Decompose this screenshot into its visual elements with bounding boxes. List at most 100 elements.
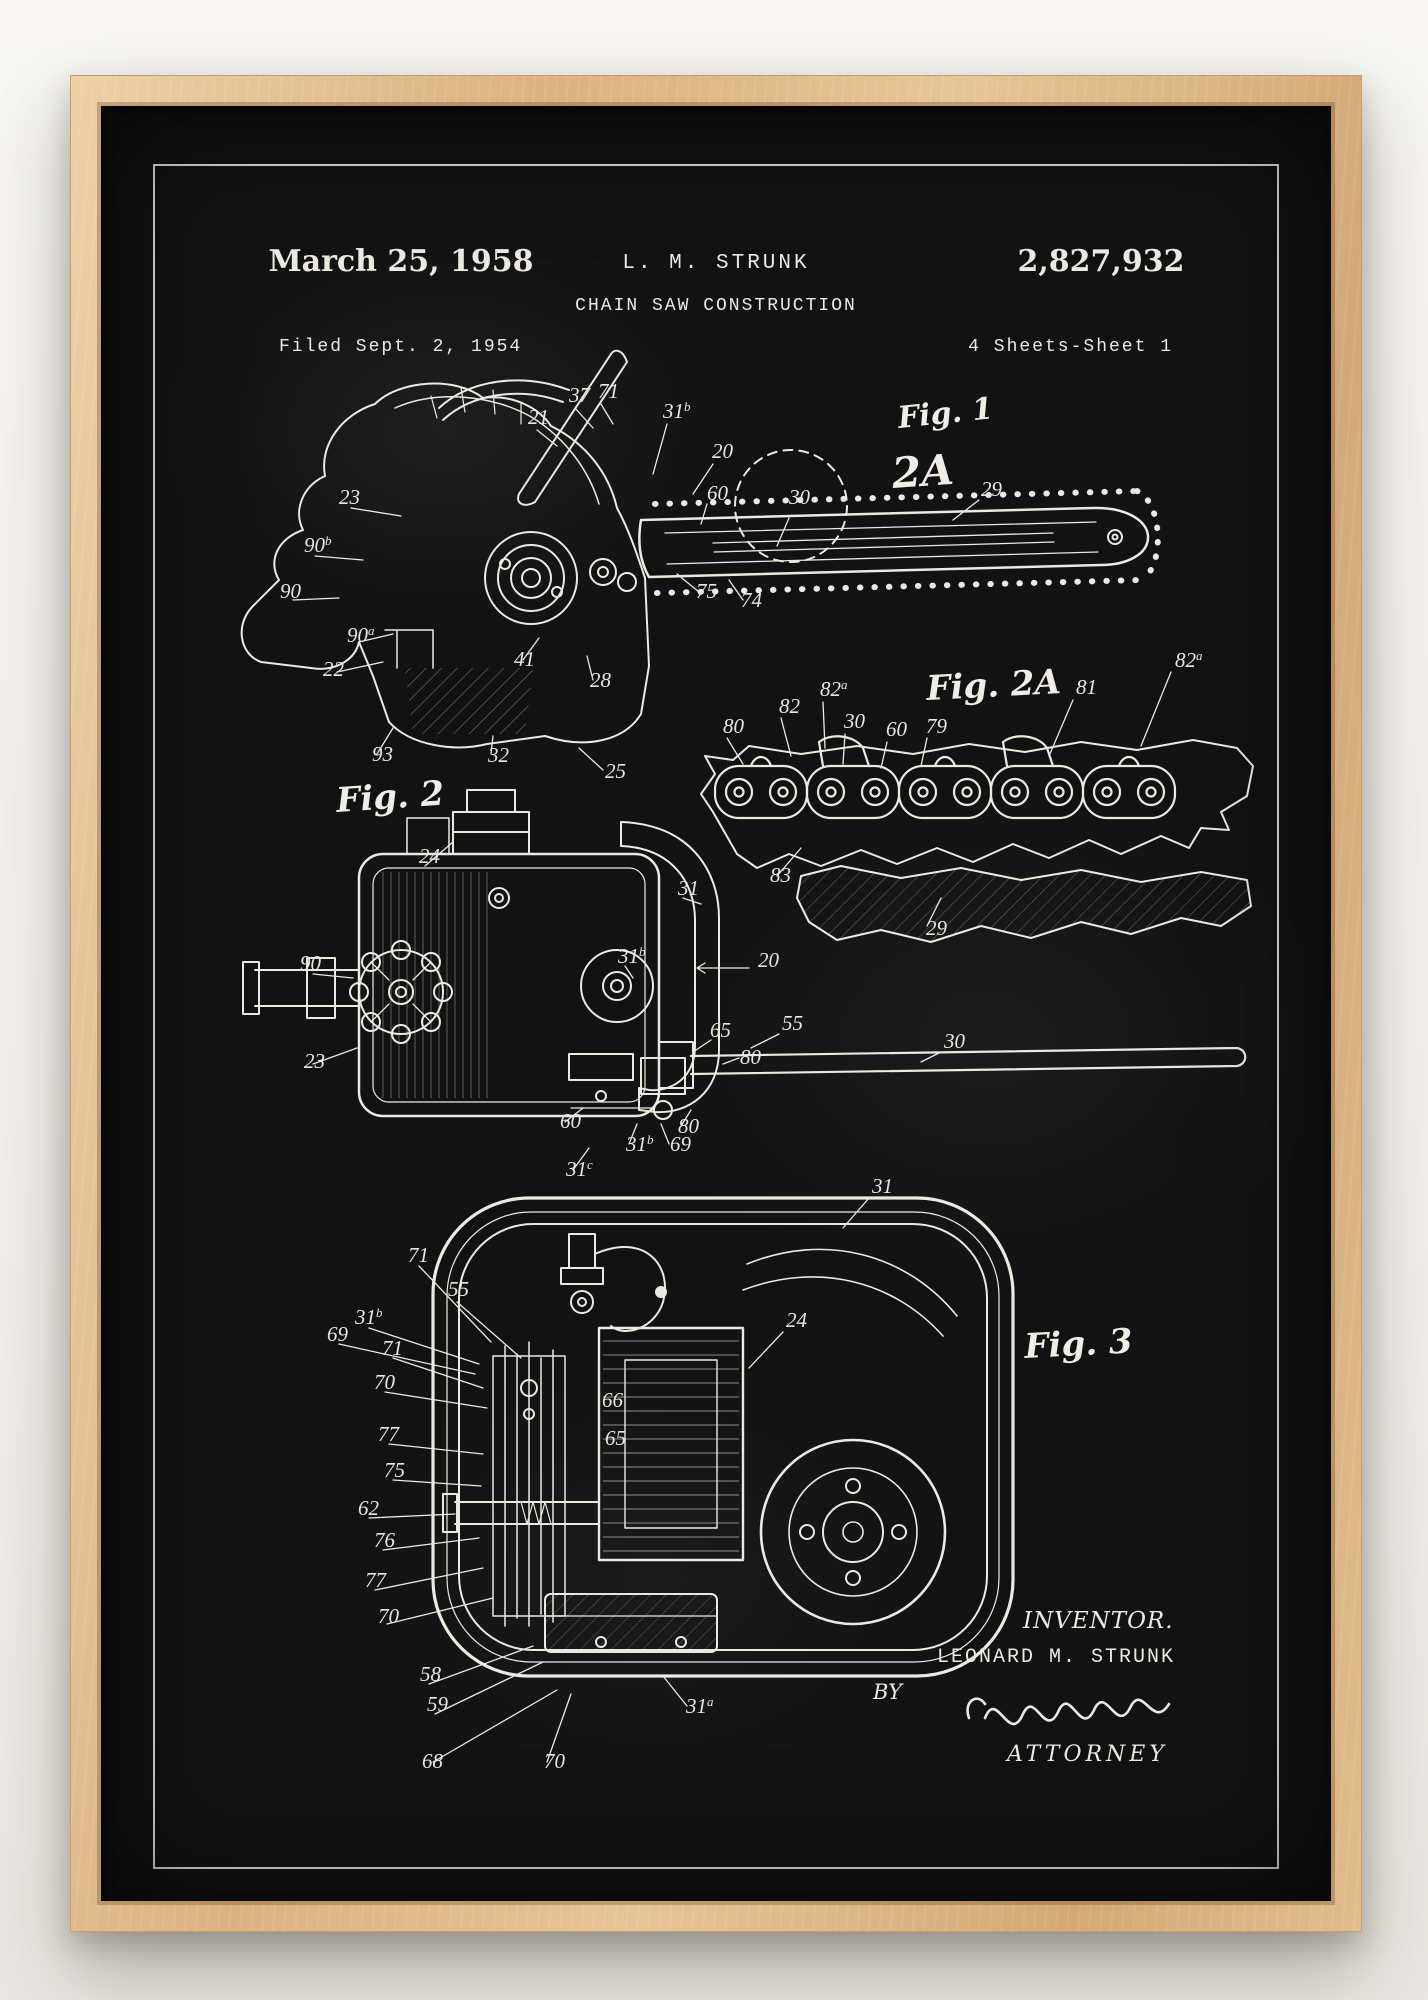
ref-label-22: 22: [323, 657, 345, 681]
ref-label-69: 69: [327, 1322, 349, 1346]
outer-case: [431, 1196, 1015, 1678]
ref-label-23: 23: [304, 1049, 325, 1073]
figure-2-end-view: [242, 789, 1247, 1171]
ref-label-41: 41: [514, 647, 535, 671]
ref-label-24: 24: [419, 844, 441, 868]
ref-label-37: 37: [568, 383, 592, 407]
ref-label-80: 80: [678, 1114, 700, 1138]
ref-label-80: 80: [740, 1045, 762, 1069]
ref-label-31b: 31b: [617, 944, 646, 968]
ref-label-65: 65: [605, 1426, 626, 1450]
ref-label-90a: 90a: [347, 623, 375, 647]
guide-bar: [638, 506, 1150, 579]
ref-label-77: 77: [365, 1568, 388, 1592]
torn-bar-piece: [796, 865, 1252, 943]
bar-edge-on: [689, 1046, 1247, 1076]
ref-label-31a: 31a: [685, 1694, 714, 1718]
ref-label-31b: 31b: [354, 1305, 383, 1329]
bar-nose-sprocket: [1107, 529, 1123, 545]
ref-label-77: 77: [378, 1422, 401, 1446]
ref-label-90: 90: [300, 951, 322, 975]
ref-label-25: 25: [605, 759, 626, 783]
ref-label-90: 90: [280, 579, 302, 603]
ref-label-20: 20: [758, 948, 780, 972]
inventor-name: LEONARD M. STRUNK: [937, 1646, 1176, 1669]
leader-lines: [292, 403, 980, 771]
patent-poster: March 25, 1958 L. M. STRUNK 2,827,932 CH…: [101, 106, 1331, 1901]
chain-links: [713, 735, 1177, 820]
ref-label-30: 30: [788, 485, 811, 509]
attorney-label: ATTORNEY: [1007, 1742, 1168, 1767]
patent-title: CHAIN SAW CONSTRUCTION: [575, 296, 857, 316]
spark-plug: [560, 1233, 666, 1332]
ref-label-31: 31: [677, 876, 699, 900]
ref-label-23: 23: [339, 485, 360, 509]
ref-label-59: 59: [427, 1692, 449, 1716]
ref-label-82: 82: [779, 694, 801, 718]
inventor-heading: INVENTOR.: [1023, 1608, 1174, 1634]
ref-label-31: 31: [871, 1174, 893, 1198]
leader-lines: [338, 1197, 870, 1763]
ref-label-30: 30: [843, 709, 866, 733]
boss: [580, 949, 654, 1023]
ref-label-71: 71: [408, 1243, 429, 1267]
patent-drawing: 21377131b2060302390b9090a224128757493322…: [240, 349, 1254, 1773]
filed-date: Filed Sept. 2, 1954: [279, 337, 523, 357]
crankshaft: [454, 1501, 600, 1525]
ref-label-21: 21: [528, 405, 549, 429]
ref-label-55: 55: [782, 1011, 803, 1035]
handle-loop: [620, 821, 720, 1114]
chain-rivets: [652, 488, 1161, 596]
ref-label-58: 58: [420, 1662, 442, 1686]
leader-lines: [312, 841, 942, 1171]
ref-label-30: 30: [943, 1029, 966, 1053]
muffler: [544, 1593, 718, 1653]
ref-label-93: 93: [372, 742, 393, 766]
ref-label-70: 70: [378, 1604, 400, 1628]
ref-label-75: 75: [384, 1458, 405, 1482]
detail-circle-2a: [734, 449, 848, 563]
ref-label-71: 71: [382, 1336, 403, 1360]
patent-date: March 25, 1958: [268, 244, 534, 279]
inventor-signature: [966, 1697, 1171, 1726]
front-handle: [517, 349, 628, 506]
ref-label-31c: 31c: [565, 1157, 593, 1181]
figure-caption-fig1-detail: 2A: [889, 445, 955, 498]
ref-label-55: 55: [448, 1277, 469, 1301]
patent-number: 2,827,932: [1017, 244, 1185, 279]
torn-patch: [700, 739, 1254, 869]
figure-caption-fig2a: Fig. 2A: [924, 662, 1061, 709]
top-handle: [438, 379, 570, 421]
ref-label-76: 76: [374, 1528, 396, 1552]
figure-3-engine-section: [338, 1196, 1015, 1763]
ref-label-71: 71: [598, 379, 619, 403]
ref-label-79: 79: [926, 714, 948, 738]
ref-label-28: 28: [590, 668, 612, 692]
clutch-sprocket: [484, 531, 578, 625]
applicant-name: L. M. STRUNK: [622, 252, 810, 275]
flywheel: [759, 1438, 947, 1626]
ref-label-32: 32: [487, 743, 510, 767]
figure-caption-fig1: Fig. 1: [895, 391, 995, 436]
ref-label-66: 66: [602, 1388, 624, 1412]
cylinder: [597, 1326, 745, 1562]
ref-label-70: 70: [544, 1749, 566, 1773]
ref-label-68: 68: [422, 1749, 444, 1773]
ref-label-31b: 31b: [625, 1132, 654, 1156]
ref-label-20: 20: [712, 439, 734, 463]
figure-1-chainsaw-side-view: [240, 349, 1161, 771]
figure-2a-chain-detail: [700, 671, 1254, 943]
figure-caption-fig3: Fig. 3: [1022, 1321, 1133, 1367]
ref-label-62: 62: [358, 1496, 380, 1520]
ref-label-24: 24: [786, 1308, 808, 1332]
figure-caption-fig2: Fig. 2: [334, 774, 446, 822]
ref-label-65: 65: [710, 1018, 731, 1042]
ref-label-60: 60: [707, 481, 729, 505]
ref-label-74: 74: [741, 588, 763, 612]
picture-frame: March 25, 1958 L. M. STRUNK 2,827,932 CH…: [70, 75, 1362, 1932]
by-label: BY: [873, 1680, 902, 1704]
ref-label-60: 60: [886, 717, 908, 741]
ref-label-80: 80: [723, 714, 745, 738]
